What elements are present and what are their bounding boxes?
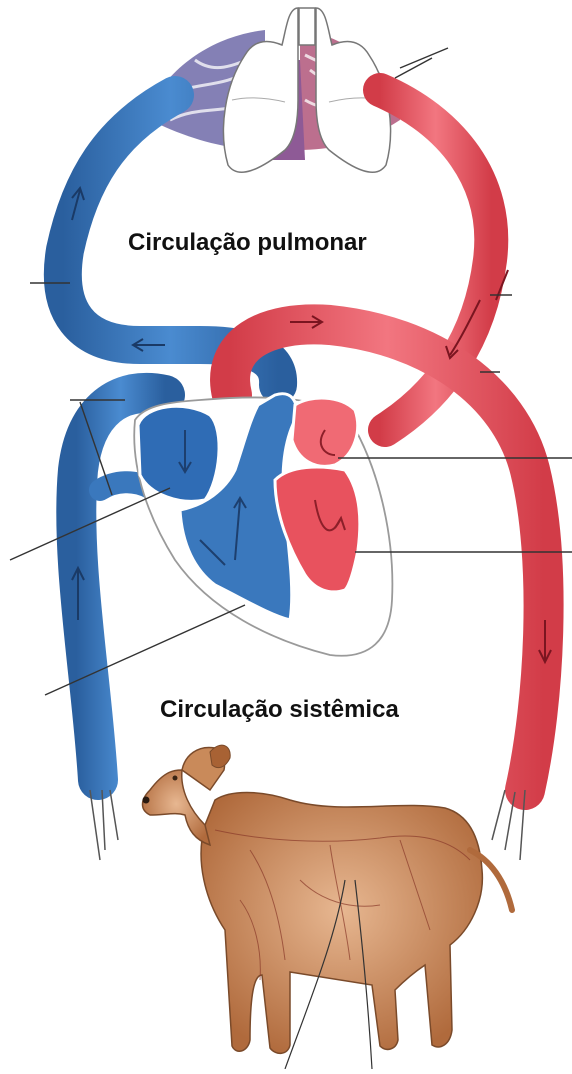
systemic-circulation-label: Circulação sistêmica	[160, 696, 399, 724]
dog-icon	[143, 745, 513, 1069]
heart-icon	[134, 394, 392, 656]
right-atrium	[138, 406, 219, 501]
pulmonary-circulation-label: Circulação pulmonar	[128, 229, 367, 257]
